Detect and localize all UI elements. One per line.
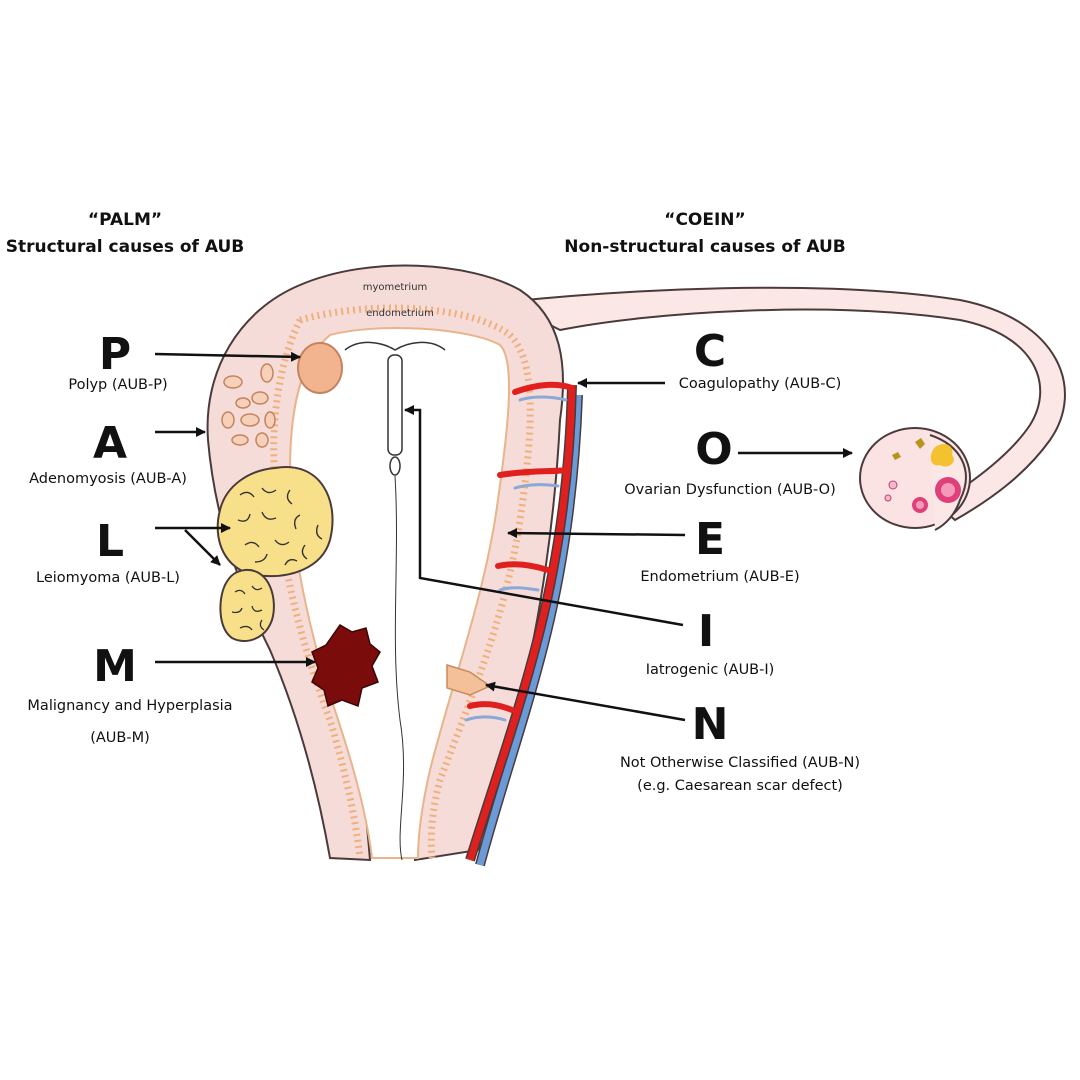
fibroid-small xyxy=(219,568,275,642)
label-not-classified-example: (e.g. Caesarean scar defect) xyxy=(637,778,843,794)
label-ovarian: Ovarian Dysfunction (AUB-O) xyxy=(624,482,836,498)
letter-i: I xyxy=(697,606,715,657)
label-polyp: Polyp (AUB-P) xyxy=(68,377,168,393)
arrow-iatrogenic xyxy=(404,405,684,627)
label-malignancy-code: (AUB-M) xyxy=(90,730,150,746)
polyp xyxy=(297,342,343,394)
label-leiomyoma: Leiomyoma (AUB-L) xyxy=(36,570,180,586)
letter-m: M xyxy=(93,641,137,692)
arrow-endometrium xyxy=(507,528,686,539)
iud xyxy=(344,341,446,861)
palm-header: “PALM” Structural causes of AUB xyxy=(0,207,250,261)
endometrium-lining xyxy=(270,304,534,859)
letter-p: P xyxy=(98,329,132,380)
coein-title: “COEIN” xyxy=(664,210,746,230)
label-adenomyosis: Adenomyosis (AUB-A) xyxy=(29,471,187,487)
coein-subtitle: Non-structural causes of AUB xyxy=(564,237,846,257)
myometrium-label: myometrium xyxy=(363,282,428,293)
fibroid-large xyxy=(216,465,334,577)
fallopian-tube xyxy=(501,286,1066,522)
scar-defect xyxy=(446,663,492,696)
label-endometrium: Endometrium (AUB-E) xyxy=(640,569,800,585)
letter-c: C xyxy=(693,326,727,377)
palm-subtitle: Structural causes of AUB xyxy=(5,237,245,257)
letter-a: A xyxy=(92,418,128,469)
arrow-not-classified xyxy=(485,681,686,722)
malignancy-mass xyxy=(311,624,381,708)
spiral-arteries xyxy=(464,381,575,722)
adenomyosis-foci xyxy=(221,363,276,448)
label-not-classified: Not Otherwise Classified (AUB-N) xyxy=(619,755,861,771)
label-malignancy: Malignancy and Hyperplasia xyxy=(27,698,233,714)
letter-o: O xyxy=(695,424,733,475)
endometrium-label: endometrium xyxy=(366,308,434,319)
ovary xyxy=(859,427,971,531)
label-iatrogenic: Iatrogenic (AUB-I) xyxy=(645,662,775,678)
letter-e: E xyxy=(694,514,726,565)
palm-title: “PALM” xyxy=(87,210,163,230)
letter-n: N xyxy=(691,699,729,750)
pointer-arrows xyxy=(154,351,853,722)
coein-header: “COEIN” Non-structural causes of AUB xyxy=(555,207,855,261)
label-coagulopathy: Coagulopathy (AUB-C) xyxy=(678,376,842,392)
letter-l: L xyxy=(95,516,125,567)
arrow-polyp xyxy=(154,351,301,362)
arrow-leiomyoma-small xyxy=(184,529,221,566)
